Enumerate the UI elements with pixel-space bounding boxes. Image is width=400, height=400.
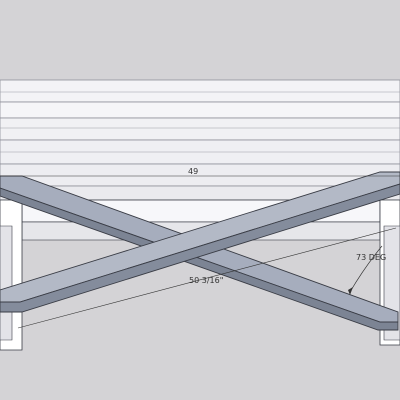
angle-arrow-icon: [348, 287, 353, 295]
dimension-diagonal-length-label: 50 3/16": [189, 276, 223, 285]
tabletop-board-1: [0, 79, 400, 103]
tabletop-board-2: [0, 101, 400, 119]
dimension-angle: 73 DEG: [348, 245, 386, 295]
left-leg: [0, 199, 23, 351]
dimension-top-length: 49: [0, 167, 400, 177]
x-brace-beam-ascending: [0, 171, 400, 313]
brace-side-face: [0, 183, 400, 313]
dimension-diagonal-length: 50 3/16": [17, 227, 397, 329]
brace-top-face: [0, 171, 400, 303]
tabletop: [0, 79, 400, 201]
left-leg-side: [0, 225, 13, 341]
brace-side-face: [0, 187, 399, 331]
tabletop-board-5: [0, 163, 400, 187]
dimension-line: [17, 227, 397, 329]
dimension-angle-label: 73 DEG: [356, 253, 386, 262]
dimension-top-length-label: 49: [188, 167, 198, 176]
tabletop-board-3: [0, 117, 400, 141]
